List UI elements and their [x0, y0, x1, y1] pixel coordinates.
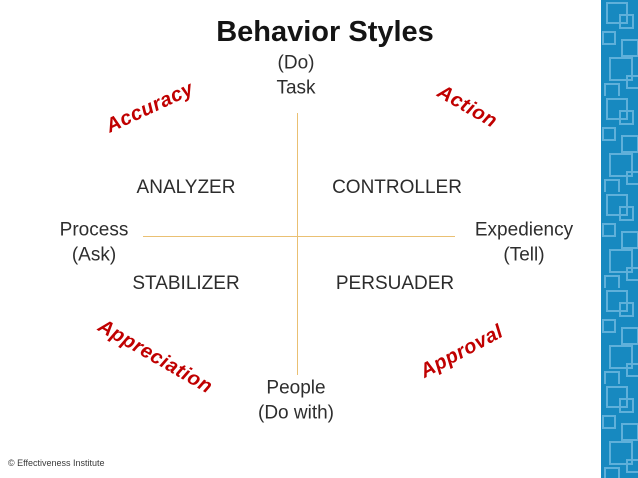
- axis-label-bottom-line2: (Do with): [257, 402, 335, 423]
- page-title: Behavior Styles: [216, 16, 434, 48]
- axis-label-top-line1: (Do): [277, 52, 315, 74]
- axis-label-right: Expediency (Tell): [475, 218, 573, 267]
- quadrant-label-controller: CONTROLLER: [332, 177, 462, 198]
- axis-label-left-line1: Process: [59, 219, 129, 241]
- diagonal-label-approval: Approval: [416, 320, 507, 383]
- diagonal-label-appreciation: Appreciation: [94, 314, 217, 399]
- diagonal-label-action: Action: [433, 80, 501, 133]
- squares-pattern-icon: [601, 0, 638, 478]
- diagonal-label-accuracy: Accuracy: [102, 77, 198, 138]
- quadrant-label-analyzer: ANALYZER: [136, 177, 236, 198]
- axis-label-left-line2: (Ask): [71, 244, 117, 265]
- copyright-text: © Effectiveness Institute: [8, 458, 105, 468]
- vertical-axis-line: [297, 113, 298, 375]
- axis-label-right-line1: Expediency: [474, 219, 574, 241]
- axis-label-right-line2: (Tell): [503, 244, 545, 265]
- decorative-side-strip: [601, 0, 638, 478]
- axis-label-bottom-line1: People: [266, 377, 326, 399]
- quadrant-label-persuader: PERSUADER: [335, 273, 455, 294]
- axis-label-bottom: People (Do with): [258, 376, 334, 425]
- quadrant-label-stabilizer: STABILIZER: [132, 273, 240, 294]
- axis-label-top-line2: Task: [276, 77, 316, 98]
- axis-label-top: (Do) Task: [276, 51, 315, 100]
- horizontal-axis-line: [143, 236, 455, 237]
- axis-label-left: Process (Ask): [60, 218, 129, 267]
